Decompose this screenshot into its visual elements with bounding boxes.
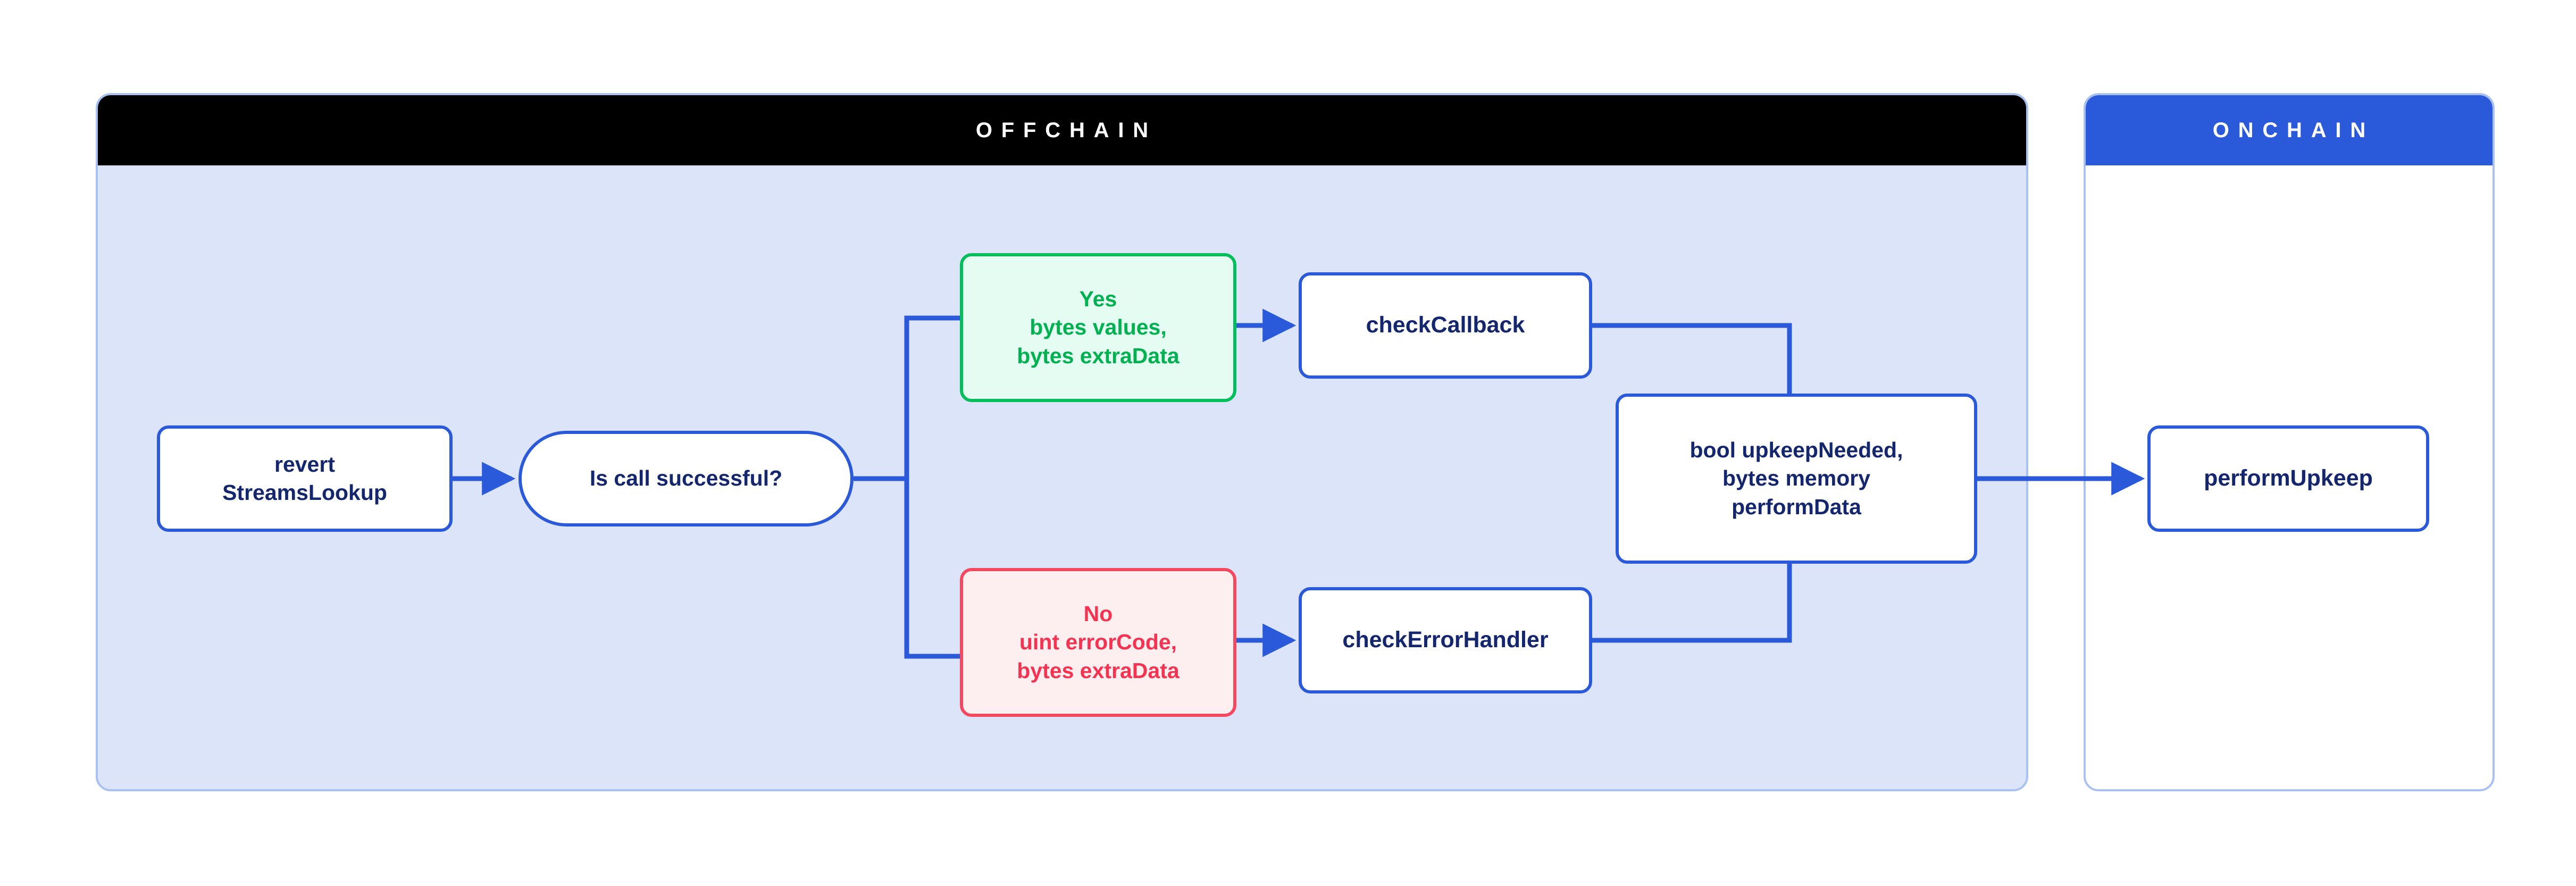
node-is-call-successful[interactable]: Is call successful? [518, 431, 854, 526]
node-no-branch[interactable]: No uint errorCode, bytes extraData [960, 568, 1236, 717]
node-checkerrorhandler[interactable]: checkErrorHandler [1299, 587, 1592, 693]
offchain-panel-header: OFFCHAIN [98, 95, 2026, 165]
onchain-panel-header: ONCHAIN [2086, 95, 2493, 165]
node-upkeepneeded-performdata[interactable]: bool upkeepNeeded, bytes memory performD… [1616, 394, 1977, 564]
node-checkcallback[interactable]: checkCallback [1299, 272, 1592, 379]
node-yes-branch[interactable]: Yes bytes values, bytes extraData [960, 253, 1236, 402]
node-revert-streamslookup[interactable]: revert StreamsLookup [157, 425, 453, 532]
node-performupkeep[interactable]: performUpkeep [2147, 425, 2429, 532]
